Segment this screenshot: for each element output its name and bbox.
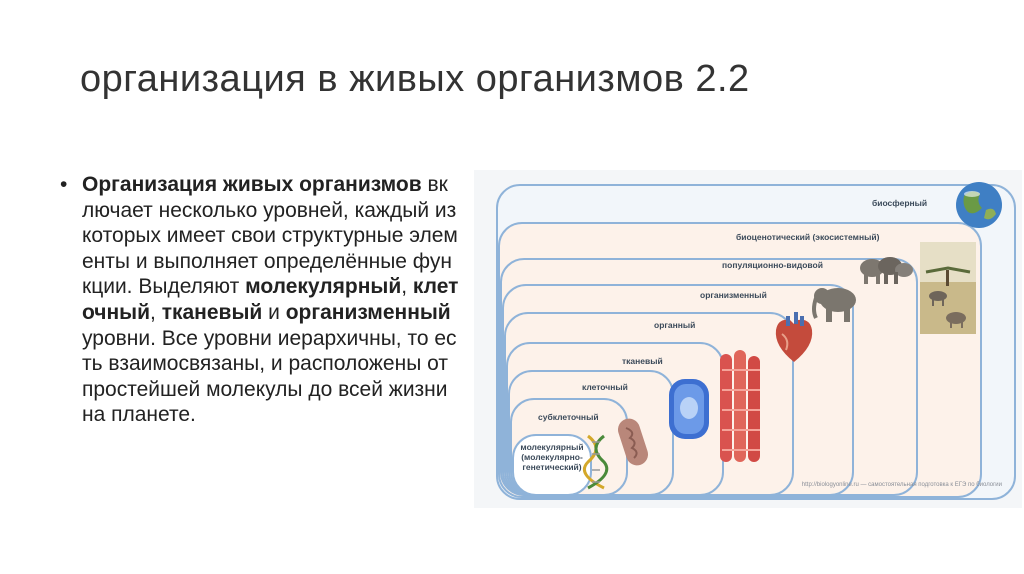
heart-image bbox=[775, 312, 813, 362]
label-organ: органный bbox=[654, 320, 696, 330]
label-tissue: тканевый bbox=[622, 356, 663, 366]
earth-globe-icon bbox=[956, 182, 1002, 228]
label-population: популяционно-видовой bbox=[722, 260, 823, 270]
mitochondrion-image bbox=[617, 418, 649, 466]
paragraph-text-2: , bbox=[401, 275, 413, 299]
paragraph-text-5: уровни. Все уровни иерархичны, то есть в… bbox=[82, 326, 457, 427]
label-subcellular: субклеточный bbox=[538, 412, 599, 422]
source-note: http://biologyonline.ru — самостоятельна… bbox=[801, 482, 1002, 488]
label-organism: организменный bbox=[700, 290, 767, 300]
elephant-image bbox=[812, 288, 856, 322]
cell-image bbox=[669, 379, 709, 439]
slide-title: организация в живых организмов 2.2 bbox=[80, 58, 750, 100]
term-cellular: клеточный bbox=[82, 275, 459, 324]
savanna-ecosystem-image bbox=[920, 242, 976, 334]
paragraph-text-1: включает несколько уровней, каждый из ко… bbox=[82, 173, 458, 299]
term-tissue: тканевый bbox=[161, 300, 263, 324]
level-molecular bbox=[512, 434, 592, 496]
muscle-tissue-image bbox=[720, 350, 760, 462]
paragraph: Организация живых организмов включает не… bbox=[82, 172, 460, 428]
levels-diagram: биосферный биоценотический (экосистемный… bbox=[474, 170, 1022, 508]
label-molecular: молекулярный (молекулярно-генетический) bbox=[520, 442, 584, 472]
bullet-marker: • bbox=[60, 173, 68, 196]
term-organization: Организация живых организмов bbox=[82, 173, 422, 196]
label-biosphere: биосферный bbox=[872, 198, 928, 208]
elephant-herd-image bbox=[860, 257, 913, 284]
body-text: • Организация живых организмов включает … bbox=[60, 172, 460, 428]
dna-helix-image bbox=[583, 434, 609, 490]
paragraph-text-4: и bbox=[262, 300, 286, 324]
term-molecular: молекулярный bbox=[245, 275, 402, 299]
paragraph-text-3: , bbox=[150, 300, 162, 324]
label-cellular: клеточный bbox=[582, 382, 628, 392]
term-organism: организменный bbox=[285, 300, 451, 324]
label-biocenotic: биоценотический (экосистемный) bbox=[736, 232, 880, 242]
